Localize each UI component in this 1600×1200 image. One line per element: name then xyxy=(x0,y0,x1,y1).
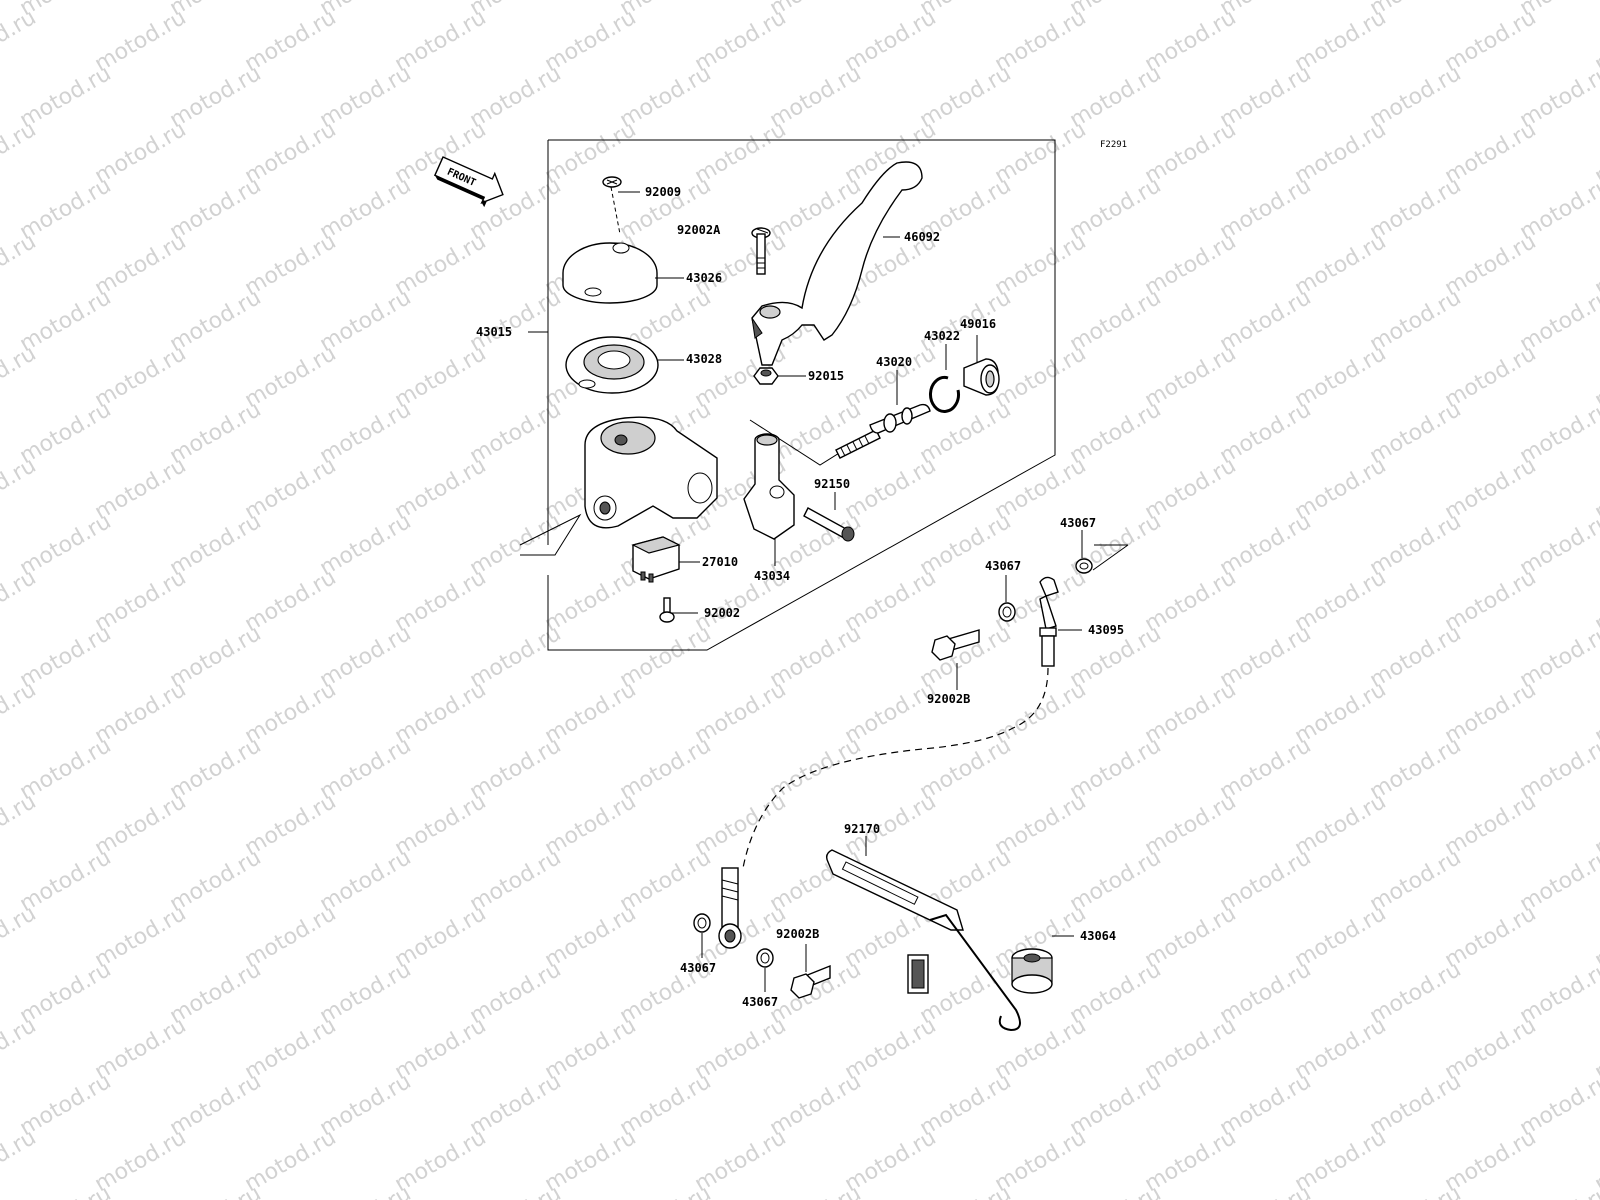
watermark-text: motod.ru xyxy=(766,1181,866,1200)
part-43022-circlip[interactable] xyxy=(928,375,960,413)
label-46092[interactable]: 46092 xyxy=(904,230,940,244)
diagram-code: F2291 xyxy=(1100,140,1127,150)
label-92170[interactable]: 92170 xyxy=(844,822,880,836)
label-92002B-lower[interactable]: 92002B xyxy=(776,927,819,941)
watermark-text: motod.ru xyxy=(616,1181,716,1200)
watermark-text: motod.ru xyxy=(1366,1181,1466,1200)
label-27010[interactable]: 27010 xyxy=(702,555,738,569)
label-92002A[interactable]: 92002A xyxy=(677,223,721,237)
part-master-cylinder-body[interactable] xyxy=(584,416,718,529)
watermark-text: motod.ru xyxy=(16,1181,116,1200)
part-46092-lever[interactable] xyxy=(751,161,923,366)
part-43034-holder[interactable] xyxy=(743,433,795,540)
watermark-text: motod.ru xyxy=(466,1181,566,1200)
part-92009-screw[interactable] xyxy=(602,176,622,235)
label-43067-upper-right[interactable]: 43067 xyxy=(1060,516,1096,530)
part-49016-boot[interactable] xyxy=(963,358,1000,396)
label-43067-lower-mid[interactable]: 43067 xyxy=(742,995,778,1009)
label-92150[interactable]: 92150 xyxy=(814,477,850,491)
part-labels: 43015 92009 92002A 46092 43026 43028 920… xyxy=(476,185,1124,1009)
label-43022[interactable]: 43022 xyxy=(924,329,960,343)
assembly-outline xyxy=(547,139,1056,651)
watermark-text: motod.ru xyxy=(1516,1181,1600,1200)
part-92150-bolt[interactable] xyxy=(803,507,855,542)
watermark-text: motod.ru xyxy=(1066,1181,1166,1200)
label-43028[interactable]: 43028 xyxy=(686,352,722,366)
label-43015[interactable]: 43015 xyxy=(476,325,512,339)
part-hose-lower-fitting[interactable] xyxy=(718,867,742,949)
label-43064[interactable]: 43064 xyxy=(1080,929,1116,943)
part-43067-washer-lower-mid[interactable] xyxy=(756,948,774,968)
part-92170-bracket[interactable] xyxy=(825,849,1021,1032)
part-43020-piston-assembly[interactable] xyxy=(835,403,931,459)
label-43095[interactable]: 43095 xyxy=(1088,623,1124,637)
label-92002B-upper[interactable]: 92002B xyxy=(927,692,970,706)
part-92002A-pivot-bolt[interactable] xyxy=(751,227,771,275)
part-43026-reservoir-cap[interactable] xyxy=(562,242,658,304)
part-27010-switch[interactable] xyxy=(631,536,681,583)
label-49016[interactable]: 49016 xyxy=(960,317,996,331)
part-43095-brake-hose[interactable] xyxy=(1039,576,1059,667)
part-92002B-banjo-bolt-lower[interactable] xyxy=(790,964,831,999)
watermark-text: motod.ru xyxy=(916,1181,1016,1200)
hose-line xyxy=(742,667,1049,869)
part-43067-washer-upper-mid[interactable] xyxy=(998,602,1016,622)
label-43067-lower-left[interactable]: 43067 xyxy=(680,961,716,975)
label-92015[interactable]: 92015 xyxy=(808,369,844,383)
part-92002-screw[interactable] xyxy=(659,597,675,623)
part-43067-washer-upper-right[interactable] xyxy=(1075,558,1093,574)
leader-lines xyxy=(618,191,1083,992)
part-43064-grommet[interactable] xyxy=(1011,948,1053,994)
label-43020[interactable]: 43020 xyxy=(876,355,912,369)
watermark-text: motod.ru xyxy=(1216,1181,1316,1200)
label-43034[interactable]: 43034 xyxy=(754,569,790,583)
watermark-text: motod.ru xyxy=(316,1181,416,1200)
label-43026[interactable]: 43026 xyxy=(686,271,722,285)
label-43067-upper-mid[interactable]: 43067 xyxy=(985,559,1021,573)
part-92015-nut[interactable] xyxy=(753,367,779,385)
washer-bracket-line2 xyxy=(1092,544,1129,571)
part-43067-washer-lower-left[interactable] xyxy=(693,913,711,933)
part-43028-diaphragm[interactable] xyxy=(565,336,659,394)
reservoir-line xyxy=(519,513,582,556)
label-92009[interactable]: 92009 xyxy=(645,185,681,199)
front-arrow-icon: FRONT xyxy=(433,156,504,208)
label-92002[interactable]: 92002 xyxy=(704,606,740,620)
watermark-text: motod.ru xyxy=(166,1181,266,1200)
part-92002B-banjo-bolt-upper[interactable] xyxy=(931,629,980,661)
